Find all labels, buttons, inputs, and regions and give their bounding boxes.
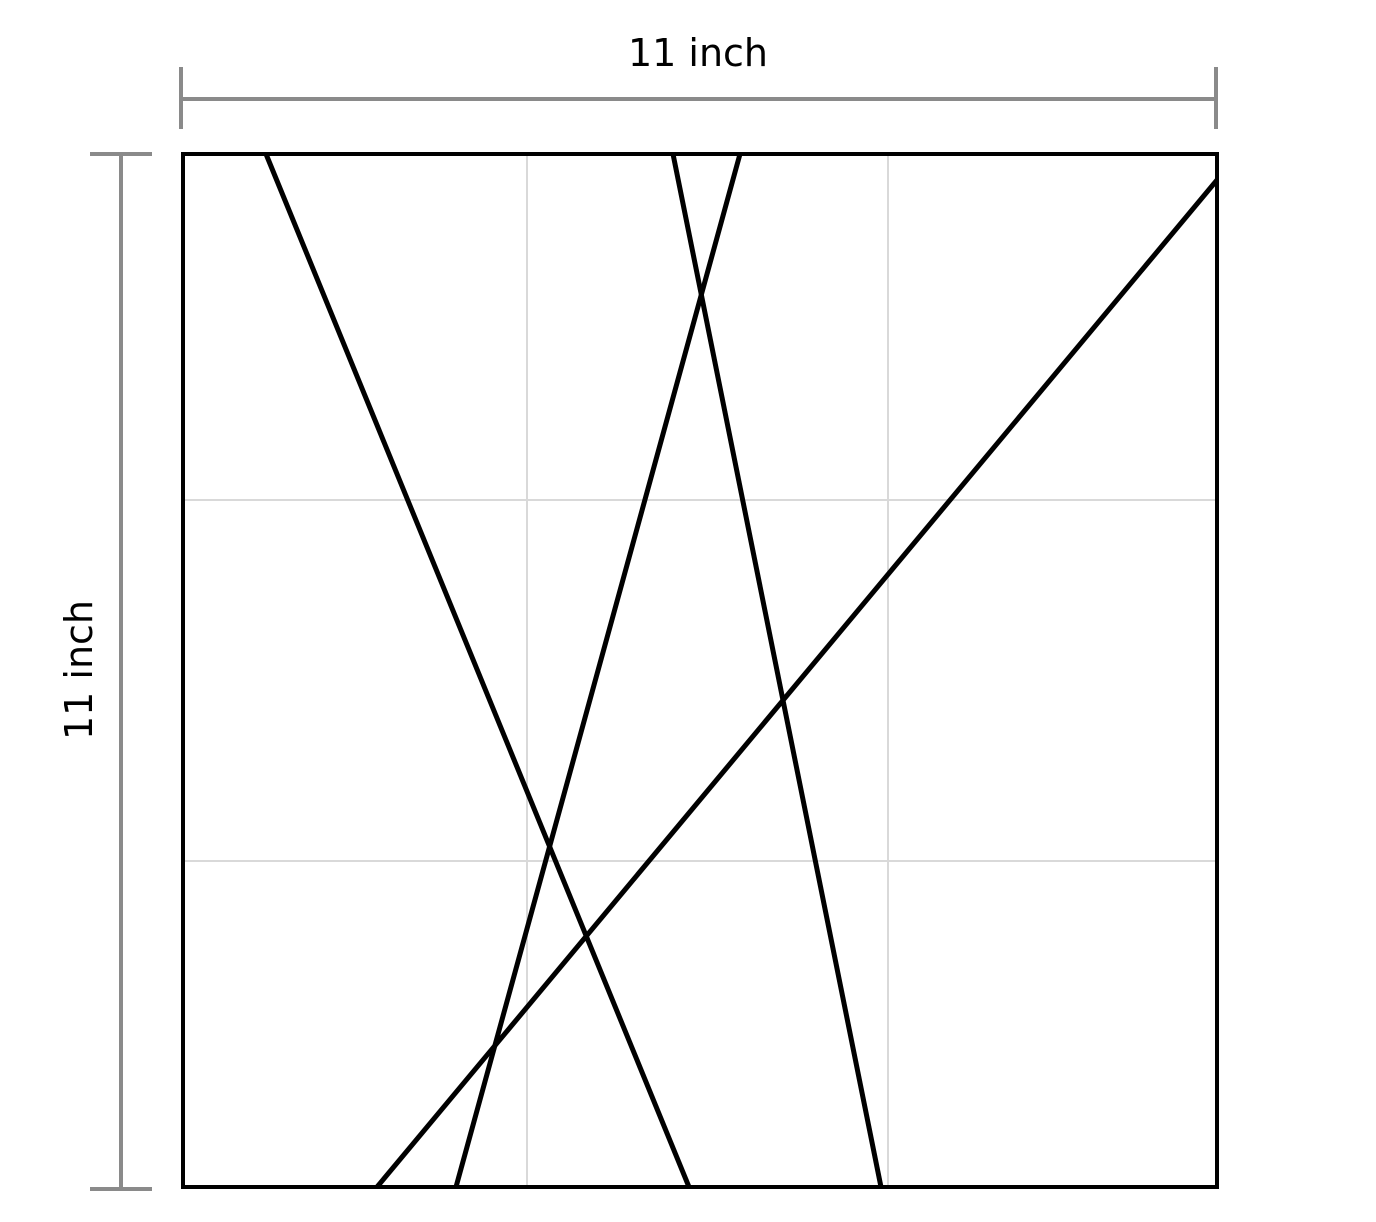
background-grid (183, 155, 1215, 1187)
cut-line-1 (263, 153, 692, 1188)
cut-line-2 (453, 153, 743, 1188)
cut-line-3 (670, 153, 884, 1188)
width-dimension: 11 inch (179, 31, 1218, 129)
height-dimension: 11 inch (57, 152, 152, 1191)
height-label: 11 inch (57, 600, 101, 740)
width-label: 11 inch (628, 31, 768, 75)
cut-lines (263, 153, 1219, 1189)
block-frame (181, 152, 1219, 1189)
cut-line-4 (375, 178, 1219, 1189)
